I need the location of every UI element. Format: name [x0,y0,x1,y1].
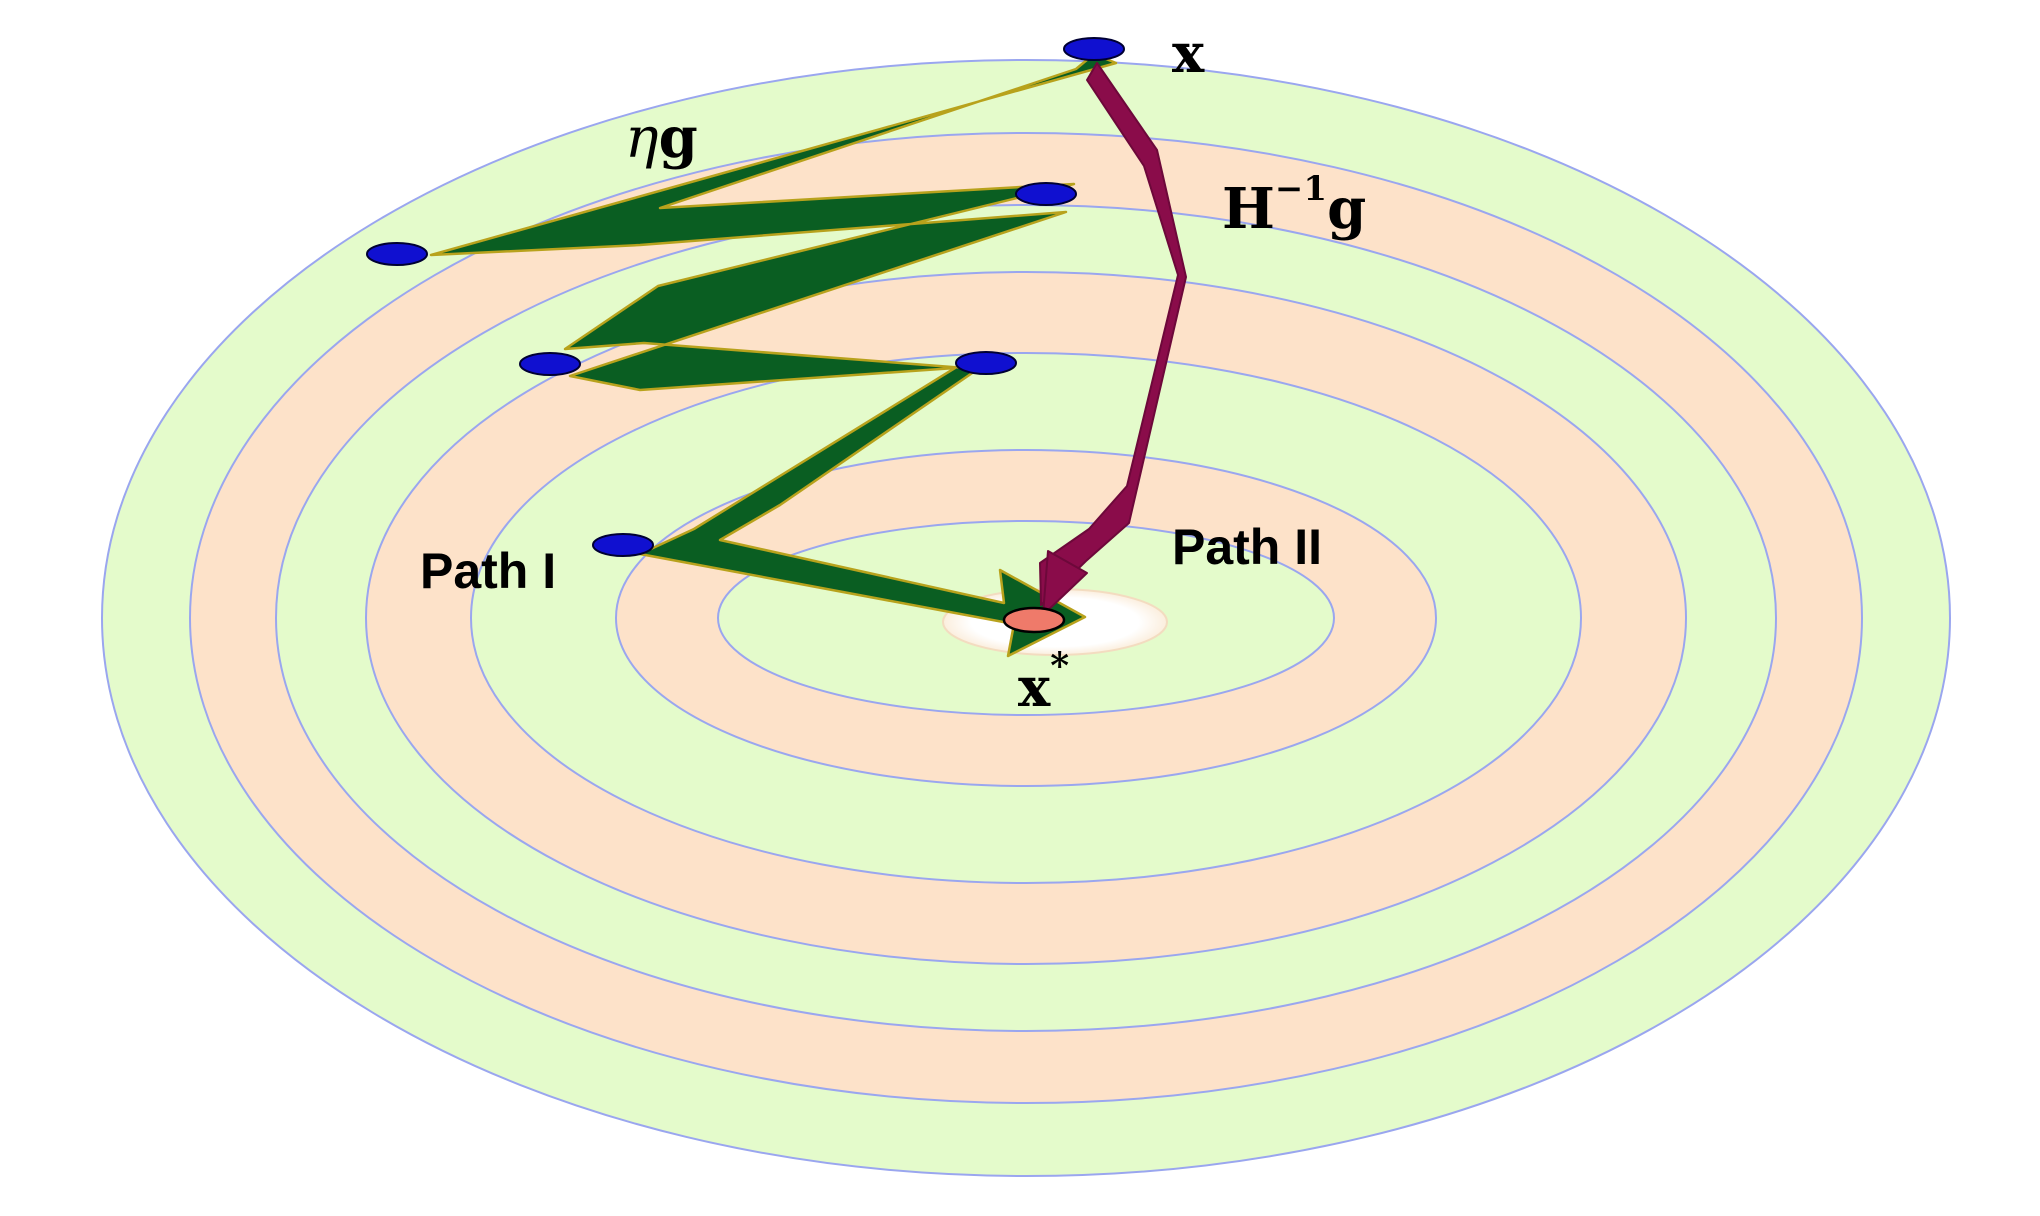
newton-step-label: H−1g [1222,169,1366,242]
iterate-point-icon [955,351,1017,375]
optimum-label-star: * [1050,645,1069,687]
diagram-labels: x ηg H−1g Path I Path II x* [420,21,1366,719]
iterate-point-icon [592,533,654,557]
newton-step-arrow [1039,62,1187,616]
gd-step-label: ηg [625,105,698,171]
optimum-point-icon [1002,606,1066,634]
start-point-label: x [1172,21,1205,85]
optimum-label: x* [1018,645,1069,719]
gd-step-g: g [659,105,698,171]
newton-step-H: H [1222,176,1275,242]
newton-arrow-body [1039,62,1187,606]
path-one-label: Path I [420,543,556,599]
newton-arrow-head [1042,550,1088,616]
iterate-points [366,37,1125,634]
iterate-point-icon [519,352,581,376]
optimum-label-x: x [1018,655,1051,719]
newton-step-g: g [1327,176,1366,242]
iterate-point-icon [1015,182,1077,206]
gd-step-eta: η [625,106,659,171]
iterate-point-icon [366,242,428,266]
path-two-label: Path II [1172,519,1322,575]
start-point-icon [1063,37,1125,61]
newton-step-exponent: −1 [1275,169,1327,209]
